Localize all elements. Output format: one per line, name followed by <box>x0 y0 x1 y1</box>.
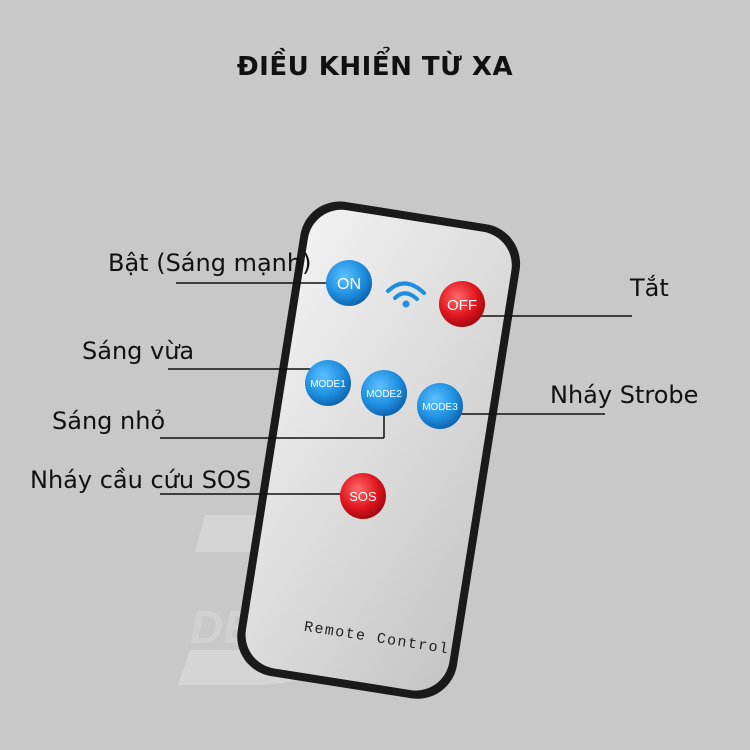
remote-body: Remote Control <box>237 201 521 699</box>
label-mode3: Nháy Strobe <box>550 381 699 409</box>
mode2-button[interactable]: MODE2 <box>361 370 407 416</box>
label-mode2: Sáng nhỏ <box>52 407 166 435</box>
svg-text:MODE3: MODE3 <box>422 402 458 413</box>
svg-text:MODE1: MODE1 <box>310 379 346 390</box>
mode1-button[interactable]: MODE1 <box>305 360 351 406</box>
on-button[interactable]: ON <box>326 260 372 306</box>
svg-text:SOS: SOS <box>349 489 377 504</box>
label-sos: Nháy cầu cứu SOS <box>30 466 252 494</box>
label-mode1: Sáng vừa <box>82 337 195 365</box>
svg-text:OFF: OFF <box>447 297 477 314</box>
svg-text:ON: ON <box>337 276 361 293</box>
wireless-signal-icon <box>386 281 426 308</box>
mode3-button[interactable]: MODE3 <box>417 383 463 429</box>
sos-button[interactable]: SOS <box>340 473 386 519</box>
label-on: Bật (Sáng mạnh) <box>108 249 312 277</box>
svg-text:MODE2: MODE2 <box>366 389 402 400</box>
label-off: Tắt <box>630 274 669 302</box>
page-title: ĐIỀU KHIỂN TỪ XA <box>236 52 514 82</box>
off-button[interactable]: OFF <box>439 281 485 327</box>
